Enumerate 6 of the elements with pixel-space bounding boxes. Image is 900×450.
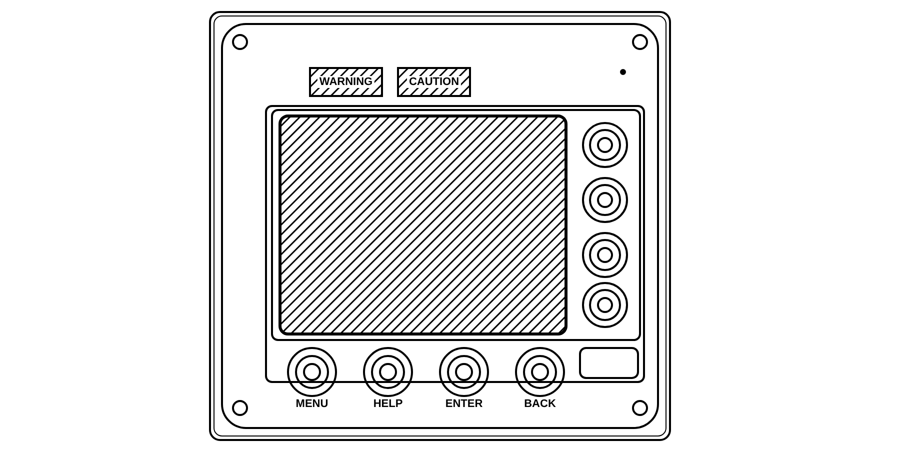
warning-label: WARNING <box>317 76 375 88</box>
button-label: MENU <box>296 398 328 410</box>
caution-label: CAUTION <box>406 76 462 88</box>
button-label: ENTER <box>445 398 483 410</box>
button-label: BACK <box>524 398 556 410</box>
button-label: HELP <box>373 398 403 410</box>
